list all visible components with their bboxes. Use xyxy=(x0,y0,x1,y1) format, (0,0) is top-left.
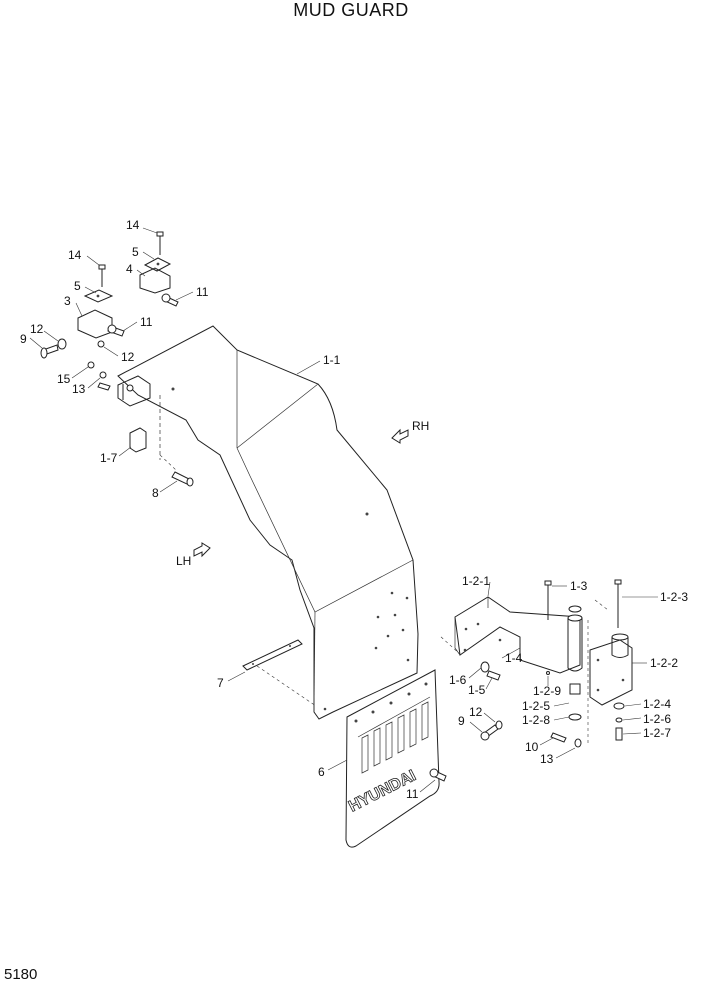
bracket-4 xyxy=(139,257,172,294)
bolt-8 xyxy=(159,454,194,487)
part-label: 14 xyxy=(126,218,140,232)
part-label: 1-1 xyxy=(323,353,341,367)
part-label: 1-2-5 xyxy=(522,699,550,713)
part-label: 1-2-7 xyxy=(643,726,671,740)
part-label: 12 xyxy=(469,705,483,719)
upper-screws xyxy=(98,231,164,287)
part-label: 1-2-8 xyxy=(522,713,550,727)
part-labels: 14 5 4 11 14 5 3 11 12 9 12 15 13 1-1 1-… xyxy=(20,218,688,801)
bar-7 xyxy=(242,639,303,671)
mount-block xyxy=(117,375,151,407)
part-label: 11 xyxy=(406,787,419,801)
part-label: 11 xyxy=(196,285,209,299)
page-number: 5180 xyxy=(4,966,38,983)
part-label: 8 xyxy=(152,486,159,500)
clip-1-7 xyxy=(129,427,147,453)
part-label: 1-2-6 xyxy=(643,712,671,726)
part-label: 1-2-1 xyxy=(462,574,490,588)
part-label: 10 xyxy=(525,740,539,754)
part-label: 1-4 xyxy=(505,651,523,665)
part-label: 5 xyxy=(74,279,81,293)
left-fasteners xyxy=(40,338,111,391)
plate-1-2-2 xyxy=(589,633,633,706)
fender-1-1 xyxy=(117,325,419,720)
lh-label: LH xyxy=(176,554,191,568)
mud-flap-6: HYUNDAI xyxy=(345,669,440,848)
bolt-11-flap xyxy=(429,768,447,782)
part-label: 12 xyxy=(30,322,44,336)
small-parts-right xyxy=(480,579,625,748)
upper-bolts xyxy=(107,293,179,337)
part-label: 11 xyxy=(140,315,153,329)
part-label: 7 xyxy=(217,676,224,690)
part-label: 3 xyxy=(64,294,71,308)
part-label: 13 xyxy=(540,752,554,766)
part-label: 1-2-9 xyxy=(533,684,561,698)
part-label: 6 xyxy=(318,765,325,779)
part-label: 1-7 xyxy=(100,451,118,465)
part-label: 1-2-4 xyxy=(643,697,671,711)
page-title: MUD GUARD xyxy=(293,0,409,20)
bracket-1-2-1 xyxy=(454,596,581,674)
part-label: 13 xyxy=(72,382,86,396)
part-label: 9 xyxy=(20,332,27,346)
part-label: 1-3 xyxy=(570,579,588,593)
rh-label: RH xyxy=(412,419,429,433)
hinge-tube xyxy=(567,614,583,672)
part-label: 15 xyxy=(57,372,71,386)
lh-arrow-icon xyxy=(193,542,211,558)
part-label: 5 xyxy=(132,245,139,259)
part-label: 1-5 xyxy=(468,683,486,697)
part-label: 14 xyxy=(68,248,82,262)
leader-lines xyxy=(29,227,658,793)
part-label: 9 xyxy=(458,714,465,728)
part-label: 1-6 xyxy=(449,673,467,687)
part-label: 12 xyxy=(121,350,135,364)
bracket-3 xyxy=(77,289,114,339)
part-label: 4 xyxy=(126,262,133,276)
part-label: 1-2-3 xyxy=(660,590,688,604)
rh-arrow-icon xyxy=(391,428,409,444)
part-label: 1-2-2 xyxy=(650,656,678,670)
